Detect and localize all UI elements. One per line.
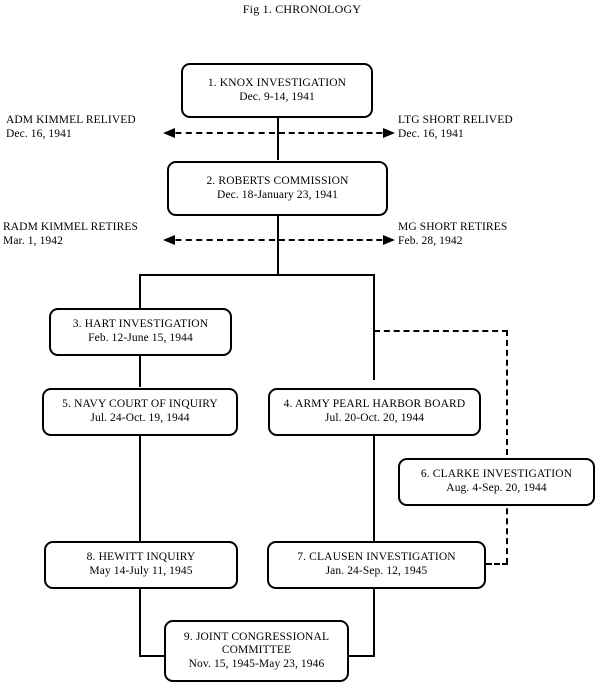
node-title: 4. ARMY PEARL HARBOR BOARD — [283, 398, 466, 411]
connector-kimmel-relieved-dashed — [165, 132, 275, 134]
node-date: Dec. 9-14, 1941 — [239, 90, 315, 103]
node-date: Jul. 20-Oct. 20, 1944 — [324, 412, 425, 424]
connector-navy-court-to-hewitt — [139, 436, 141, 549]
node-knox-investigation[interactable]: 1. KNOX INVESTIGATION Dec. 9-14, 1941 — [181, 63, 373, 118]
connector-clarke-branch-top-dashed — [374, 330, 508, 332]
connector-clausen-to-joint — [348, 655, 375, 657]
node-army-pearl-harbor-board[interactable]: 4. ARMY PEARL HARBOR BOARD Jul. 20-Oct. … — [268, 388, 481, 436]
connector-clarke-branch-vertical-dashed — [506, 330, 508, 564]
figure-title: Fig 1. CHRONOLOGY — [242, 2, 362, 16]
annotation-title: LTG SHORT RELIVED — [398, 114, 513, 126]
node-title: 3. HART INVESTIGATION — [72, 318, 209, 331]
arrowhead-short-relieved — [383, 128, 395, 138]
node-title: 8. HEWITT INQUIRY — [86, 551, 196, 564]
connector-short-retires-dashed — [279, 239, 392, 241]
annotation-title: ADM KIMMEL RELIVED — [6, 114, 136, 126]
connector-short-relieved-dashed — [279, 132, 392, 134]
node-date: Nov. 15, 1945-May 23, 1946 — [188, 657, 325, 670]
node-date: May 14-July 11, 1945 — [89, 565, 193, 577]
annotation-date: Mar. 1, 1942 — [3, 234, 63, 247]
connector-hewitt-to-joint — [139, 655, 165, 657]
node-hewitt-inquiry[interactable]: 8. HEWITT INQUIRY May 14-July 11, 1945 — [44, 541, 238, 589]
node-date: Dec. 18-January 23, 1941 — [217, 188, 338, 201]
annotation-date: Feb. 28, 1942 — [398, 234, 463, 247]
arrowhead-short-retires — [383, 235, 395, 245]
connector-main-split-bar — [139, 274, 375, 276]
connector-roberts-down — [277, 216, 279, 275]
node-title: 5. NAVY COURT OF INQUIRY — [62, 398, 218, 411]
node-date: Jul. 24-Oct. 19, 1944 — [90, 412, 190, 424]
annotation-title: MG SHORT RETIRES — [398, 221, 508, 233]
arrowhead-kimmel-relieved — [163, 128, 175, 138]
annotation-ltg-short-relieved: LTG SHORT RELIVED Dec. 16, 1941 — [398, 114, 598, 142]
annotation-mg-short-retires: MG SHORT RETIRES Feb. 28, 1942 — [398, 221, 598, 249]
annotation-radm-kimmel-retires: RADM KIMMEL RETIRES Mar. 1, 1942 — [3, 221, 163, 249]
connector-hart-to-navy-court — [139, 355, 141, 387]
connector-army-board-to-clausen — [373, 436, 375, 549]
node-navy-court-of-inquiry[interactable]: 5. NAVY COURT OF INQUIRY Jul. 24-Oct. 19… — [42, 388, 238, 436]
connector-clausen-down — [373, 588, 375, 656]
node-roberts-commission[interactable]: 2. ROBERTS COMMISSION Dec. 18-January 23… — [167, 161, 388, 216]
arrowhead-kimmel-retires — [163, 235, 175, 245]
annotation-date: Dec. 16, 1941 — [6, 127, 72, 140]
node-title-line-1: 9. JOINT CONGRESSIONAL — [183, 630, 330, 643]
connector-hewitt-down — [139, 588, 141, 656]
node-hart-investigation[interactable]: 3. HART INVESTIGATION Feb. 12-June 15, 1… — [49, 308, 232, 356]
annotation-date: Dec. 16, 1941 — [398, 127, 464, 140]
annotation-adm-kimmel-relieved: ADM KIMMEL RELIVED Dec. 16, 1941 — [6, 114, 162, 142]
connector-knox-to-roberts — [277, 117, 279, 160]
connector-split-to-hart — [139, 274, 141, 308]
connector-right-spine — [373, 274, 375, 380]
node-title: 2. ROBERTS COMMISSION — [206, 174, 349, 187]
node-clarke-investigation[interactable]: 6. CLARKE INVESTIGATION Aug. 4-Sep. 20, … — [398, 458, 595, 506]
connector-kimmel-retires-dashed — [165, 239, 275, 241]
node-title: 1. KNOX INVESTIGATION — [207, 76, 347, 89]
node-date: Feb. 12-June 15, 1944 — [88, 332, 193, 344]
node-date: Aug. 4-Sep. 20, 1944 — [446, 482, 547, 494]
annotation-title: RADM KIMMEL RETIRES — [3, 221, 139, 233]
node-date: Jan. 24-Sep. 12, 1945 — [325, 565, 428, 577]
connector-clarke-branch-to-clausen-dashed — [486, 563, 508, 565]
node-clausen-investigation[interactable]: 7. CLAUSEN INVESTIGATION Jan. 24-Sep. 12… — [267, 541, 486, 589]
node-title: 7. CLAUSEN INVESTIGATION — [297, 551, 456, 564]
node-title-line-2: COMMITTEE — [221, 644, 292, 657]
node-title: 6. CLARKE INVESTIGATION — [420, 468, 573, 481]
node-joint-congressional-committee[interactable]: 9. JOINT CONGRESSIONAL COMMITTEE Nov. 15… — [164, 620, 349, 682]
